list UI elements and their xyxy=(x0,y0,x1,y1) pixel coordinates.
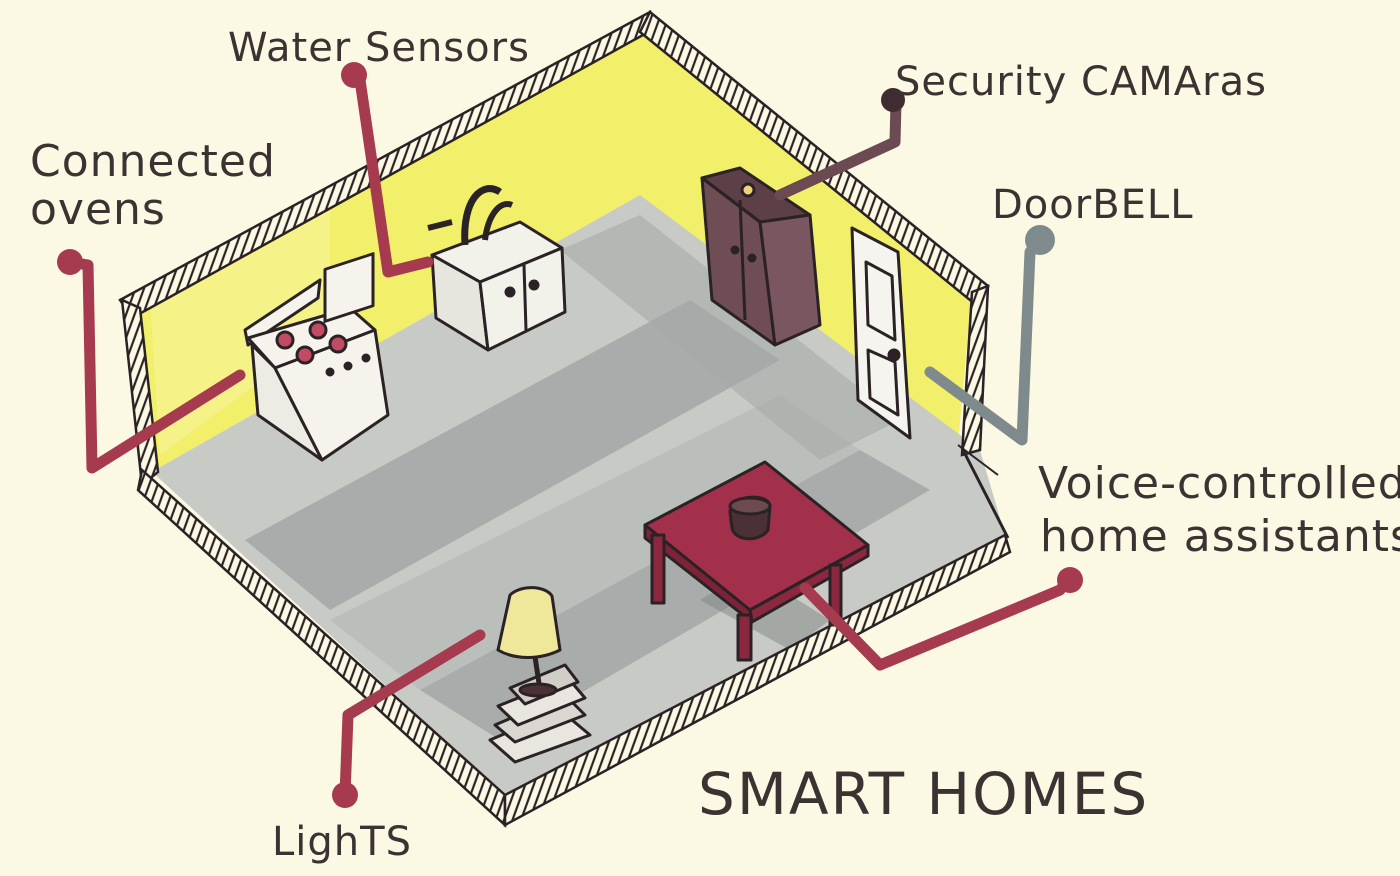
label-security-cameras: Security CAMAras xyxy=(895,62,1267,102)
diagram-title: SMART HOMES xyxy=(698,765,1149,823)
label-voice-assistants-line1: Voice-controlled xyxy=(1038,462,1400,506)
dot-doorbell xyxy=(1025,225,1055,255)
label-water-sensors: Water Sensors xyxy=(228,28,530,68)
label-connected-ovens-line2: ovens xyxy=(30,188,166,232)
dot-voice-assistants xyxy=(1057,567,1083,593)
label-lights: LighTS xyxy=(272,822,412,862)
dot-lights xyxy=(332,782,358,808)
label-doorbell: DoorBELL xyxy=(992,185,1193,225)
label-connected-ovens-line1: Connected xyxy=(30,140,276,184)
dot-connected-ovens xyxy=(57,249,83,275)
label-voice-assistants-line2: home assistants xyxy=(1040,515,1400,559)
